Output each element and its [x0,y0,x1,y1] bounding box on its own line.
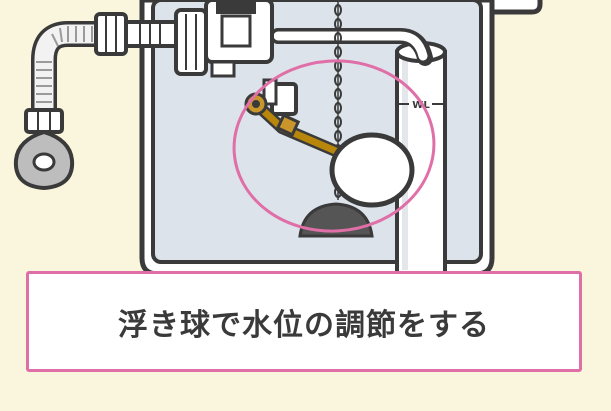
supply-connector [94,12,178,56]
caption-text: 浮き球で水位の調節をする [118,307,490,343]
faucet-valve-icon [174,0,298,116]
hose-icon [13,21,100,191]
caption-box: 浮き球で水位の調節をする [26,271,582,372]
float-ball-icon [329,132,415,208]
float-arm [244,92,344,158]
highlight-circle [232,59,436,233]
